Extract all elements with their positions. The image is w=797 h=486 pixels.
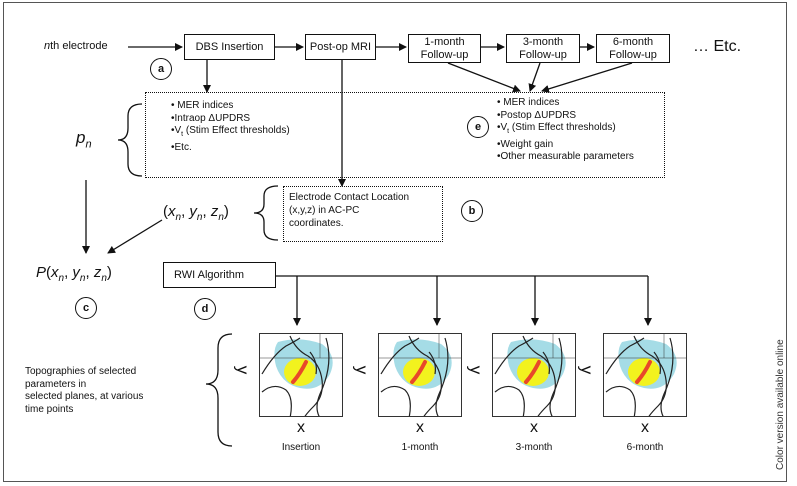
marker-b: b xyxy=(461,200,483,222)
y-axis-label: y xyxy=(352,365,372,375)
topography-thumbnail xyxy=(378,333,462,417)
followup-1-line2: Follow-up xyxy=(420,48,469,61)
parameters-box xyxy=(145,92,665,178)
postop-mri-box: Post-op MRI xyxy=(305,34,376,60)
contact-line: (x,y,z) in AC-PC xyxy=(289,205,360,216)
rwi-algorithm-box: RWI Algorithm xyxy=(163,262,276,288)
postop-item: • MER indices xyxy=(497,97,560,108)
marker-a: a xyxy=(150,58,172,80)
y-axis-label: y xyxy=(577,365,597,375)
intraop-item: • MER indices xyxy=(171,100,234,111)
caption-line: parameters in xyxy=(25,378,87,390)
intraop-item-vt: •Vt (Stim Effect thresholds) xyxy=(171,125,290,138)
followup-1-line1: 1-month xyxy=(424,35,465,48)
topography-caption: Topographies of selected parameters in s… xyxy=(25,366,143,416)
topography-thumbnail xyxy=(492,333,576,417)
followup-6-box: 6-month Follow-up xyxy=(596,34,670,63)
postop-item: •Weight gain xyxy=(497,138,554,150)
x-axis-label: x xyxy=(641,419,649,436)
followup-6-line1: 6-month xyxy=(612,35,654,48)
marker-e: e xyxy=(467,116,489,138)
caption-line: time points xyxy=(25,403,74,415)
followup-1-box: 1-month Follow-up xyxy=(408,34,481,63)
postop-item: •Other measurable parameters xyxy=(497,151,634,162)
followup-3-box: 3-month Follow-up xyxy=(506,34,580,63)
pn-label: pn xyxy=(76,128,92,151)
contact-line: coordinates. xyxy=(289,218,344,229)
y-axis-label: y xyxy=(233,365,253,375)
x-axis-label: x xyxy=(416,419,424,436)
postop-item-vt: •Vt (Stim Effect thresholds) xyxy=(497,122,616,135)
etc-label: … Etc. xyxy=(693,38,742,55)
caption-line: selected planes, at various xyxy=(25,391,144,402)
followup-3-line1: 3-month xyxy=(522,35,564,48)
followup-6-line2: Follow-up xyxy=(609,48,657,61)
contact-location-text: Electrode Contact Location (x,y,z) in AC… xyxy=(289,191,409,230)
x-axis-label: x xyxy=(530,419,538,436)
postop-item: •Postop ΔUPDRS xyxy=(497,109,577,121)
nth-electrode-label: nth electrode xyxy=(44,40,108,52)
caption-line: Topographies of selected xyxy=(25,366,137,377)
y-axis-label: y xyxy=(466,365,486,375)
followup-3-line2: Follow-up xyxy=(519,48,567,61)
marker-c: c xyxy=(75,297,97,319)
x-axis-label: x xyxy=(297,419,305,436)
contact-location-box xyxy=(283,186,443,242)
time-point-label: 6-month xyxy=(626,442,664,453)
topography-thumbnail xyxy=(259,333,343,417)
postop-list: • MER indices •Postop ΔUPDRS •Vt (Stim E… xyxy=(497,97,634,164)
figure-frame xyxy=(3,2,787,482)
time-point-label: Insertion xyxy=(281,442,321,453)
time-point-label: 1-month xyxy=(401,442,439,453)
dbs-insertion-box: DBS Insertion xyxy=(184,34,275,60)
intraop-item: •Intraop ΔUPDRS xyxy=(171,112,251,124)
intraop-list: • MER indices •Intraop ΔUPDRS •Vt (Stim … xyxy=(171,100,290,154)
probability-label: P(xn, yn, zn) xyxy=(36,264,112,284)
time-point-label: 3-month xyxy=(515,442,553,453)
topography-thumbnail xyxy=(603,333,687,417)
marker-d: d xyxy=(194,298,216,320)
coords-label: (xn, yn, zn) xyxy=(163,203,229,223)
contact-line: Electrode Contact Location xyxy=(289,192,410,203)
intraop-item: •Etc. xyxy=(171,141,192,153)
